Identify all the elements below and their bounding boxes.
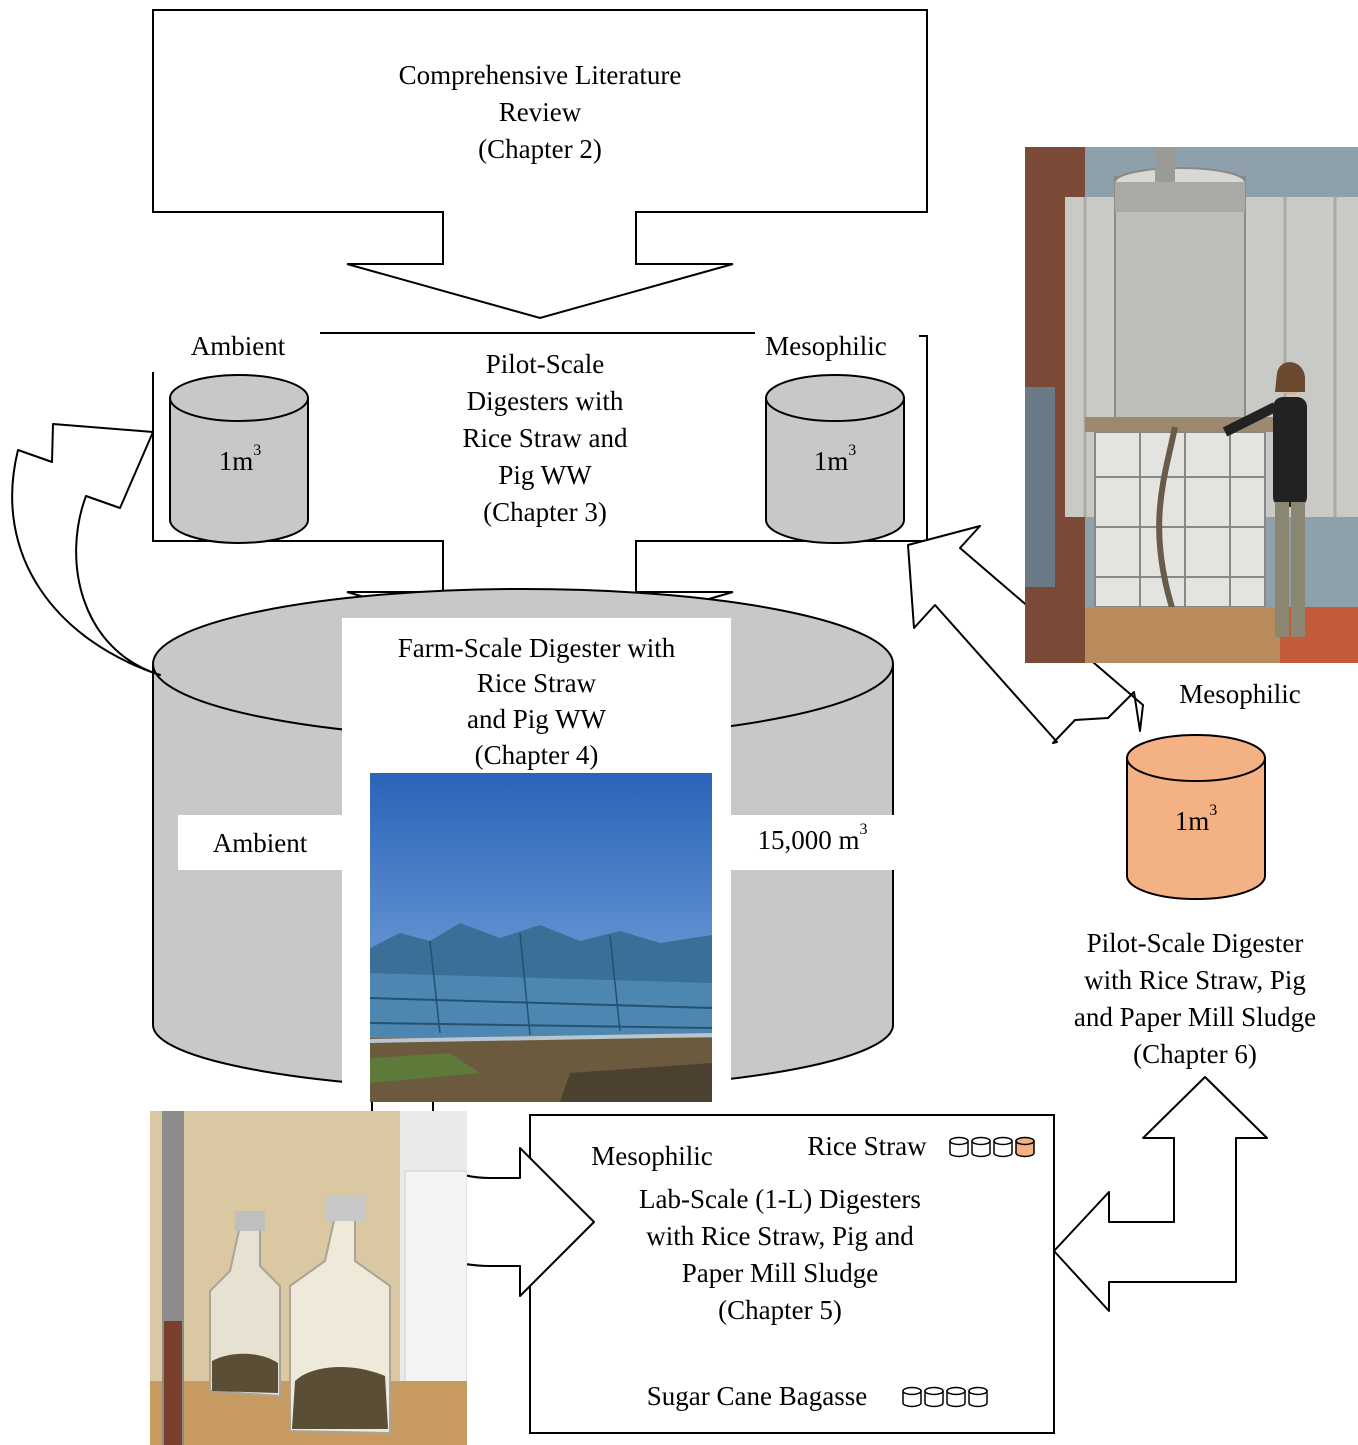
pilot-line4: Pig WW: [498, 460, 592, 490]
pilot2-line3: and Paper Mill Sludge: [1073, 1002, 1317, 1032]
orange-cylinder-volume: 1m3: [1174, 802, 1218, 836]
lab-bottles-photo: [150, 1111, 467, 1445]
rice-straw-mini-cylinders: [949, 1136, 1035, 1158]
farm-ambient-label: Ambient: [212, 828, 308, 858]
farm-digester-photo: [370, 773, 712, 1102]
farm-volume-panel: [731, 815, 894, 870]
lab-line1: Lab-Scale (1-L) Digesters: [639, 1184, 921, 1214]
literature-line1: Comprehensive Literature: [398, 60, 682, 90]
ambient-cylinder-volume: 1m3: [218, 442, 262, 476]
ambient-cylinder-shape: [169, 374, 309, 544]
farm-line2: Rice Straw: [476, 668, 597, 698]
mesophilic-cylinder-shape: [765, 374, 905, 544]
pilot-ambient-label: Ambient: [190, 331, 286, 361]
pilot-digester-photo: [1025, 147, 1358, 663]
pilot2-line1: Pilot-Scale Digester: [1086, 928, 1304, 958]
pilot-line2: Digesters with: [466, 386, 624, 416]
pilot2-line2: with Rice Straw, Pig: [1084, 965, 1306, 995]
pilot-mesophilic-label: Mesophilic: [765, 331, 887, 361]
mesophilic-cylinder-volume: 1m3: [813, 442, 857, 476]
pilot-line5: (Chapter 3): [483, 497, 607, 527]
lab-line3: Paper Mill Sludge: [681, 1258, 879, 1288]
pilot2-mesophilic-label: Mesophilic: [1179, 679, 1301, 709]
pilot-line1: Pilot-Scale: [485, 349, 605, 379]
farm-line1: Farm-Scale Digester with: [397, 633, 676, 663]
lab-scale-box: [529, 1114, 1055, 1434]
bagasse-mini-cylinders: [902, 1386, 988, 1408]
curved-arrow-left: [11, 423, 161, 676]
farm-volume-label: 15,000 m3: [757, 821, 868, 855]
farm-line4: (Chapter 4): [474, 740, 599, 770]
orange-cylinder-shape: [1126, 734, 1266, 900]
lab-line4: (Chapter 5): [718, 1295, 842, 1325]
literature-review-arrow: [152, 9, 928, 320]
lab-bagasse-label: Sugar Cane Bagasse: [646, 1381, 868, 1411]
farm-line3: and Pig WW: [467, 704, 606, 734]
elbow-double-arrow: [1053, 1076, 1268, 1312]
pilot2-line4: (Chapter 6): [1133, 1039, 1257, 1069]
lab-mesophilic-label: Mesophilic: [591, 1141, 713, 1171]
literature-line2: Review: [498, 97, 582, 127]
pilot-line3: Rice Straw and: [462, 423, 628, 453]
farm-ambient-panel: [178, 815, 342, 870]
lab-line2: with Rice Straw, Pig and: [646, 1221, 914, 1251]
literature-line3: (Chapter 2): [478, 134, 602, 164]
lab-rice-straw-label: Rice Straw: [807, 1131, 927, 1161]
